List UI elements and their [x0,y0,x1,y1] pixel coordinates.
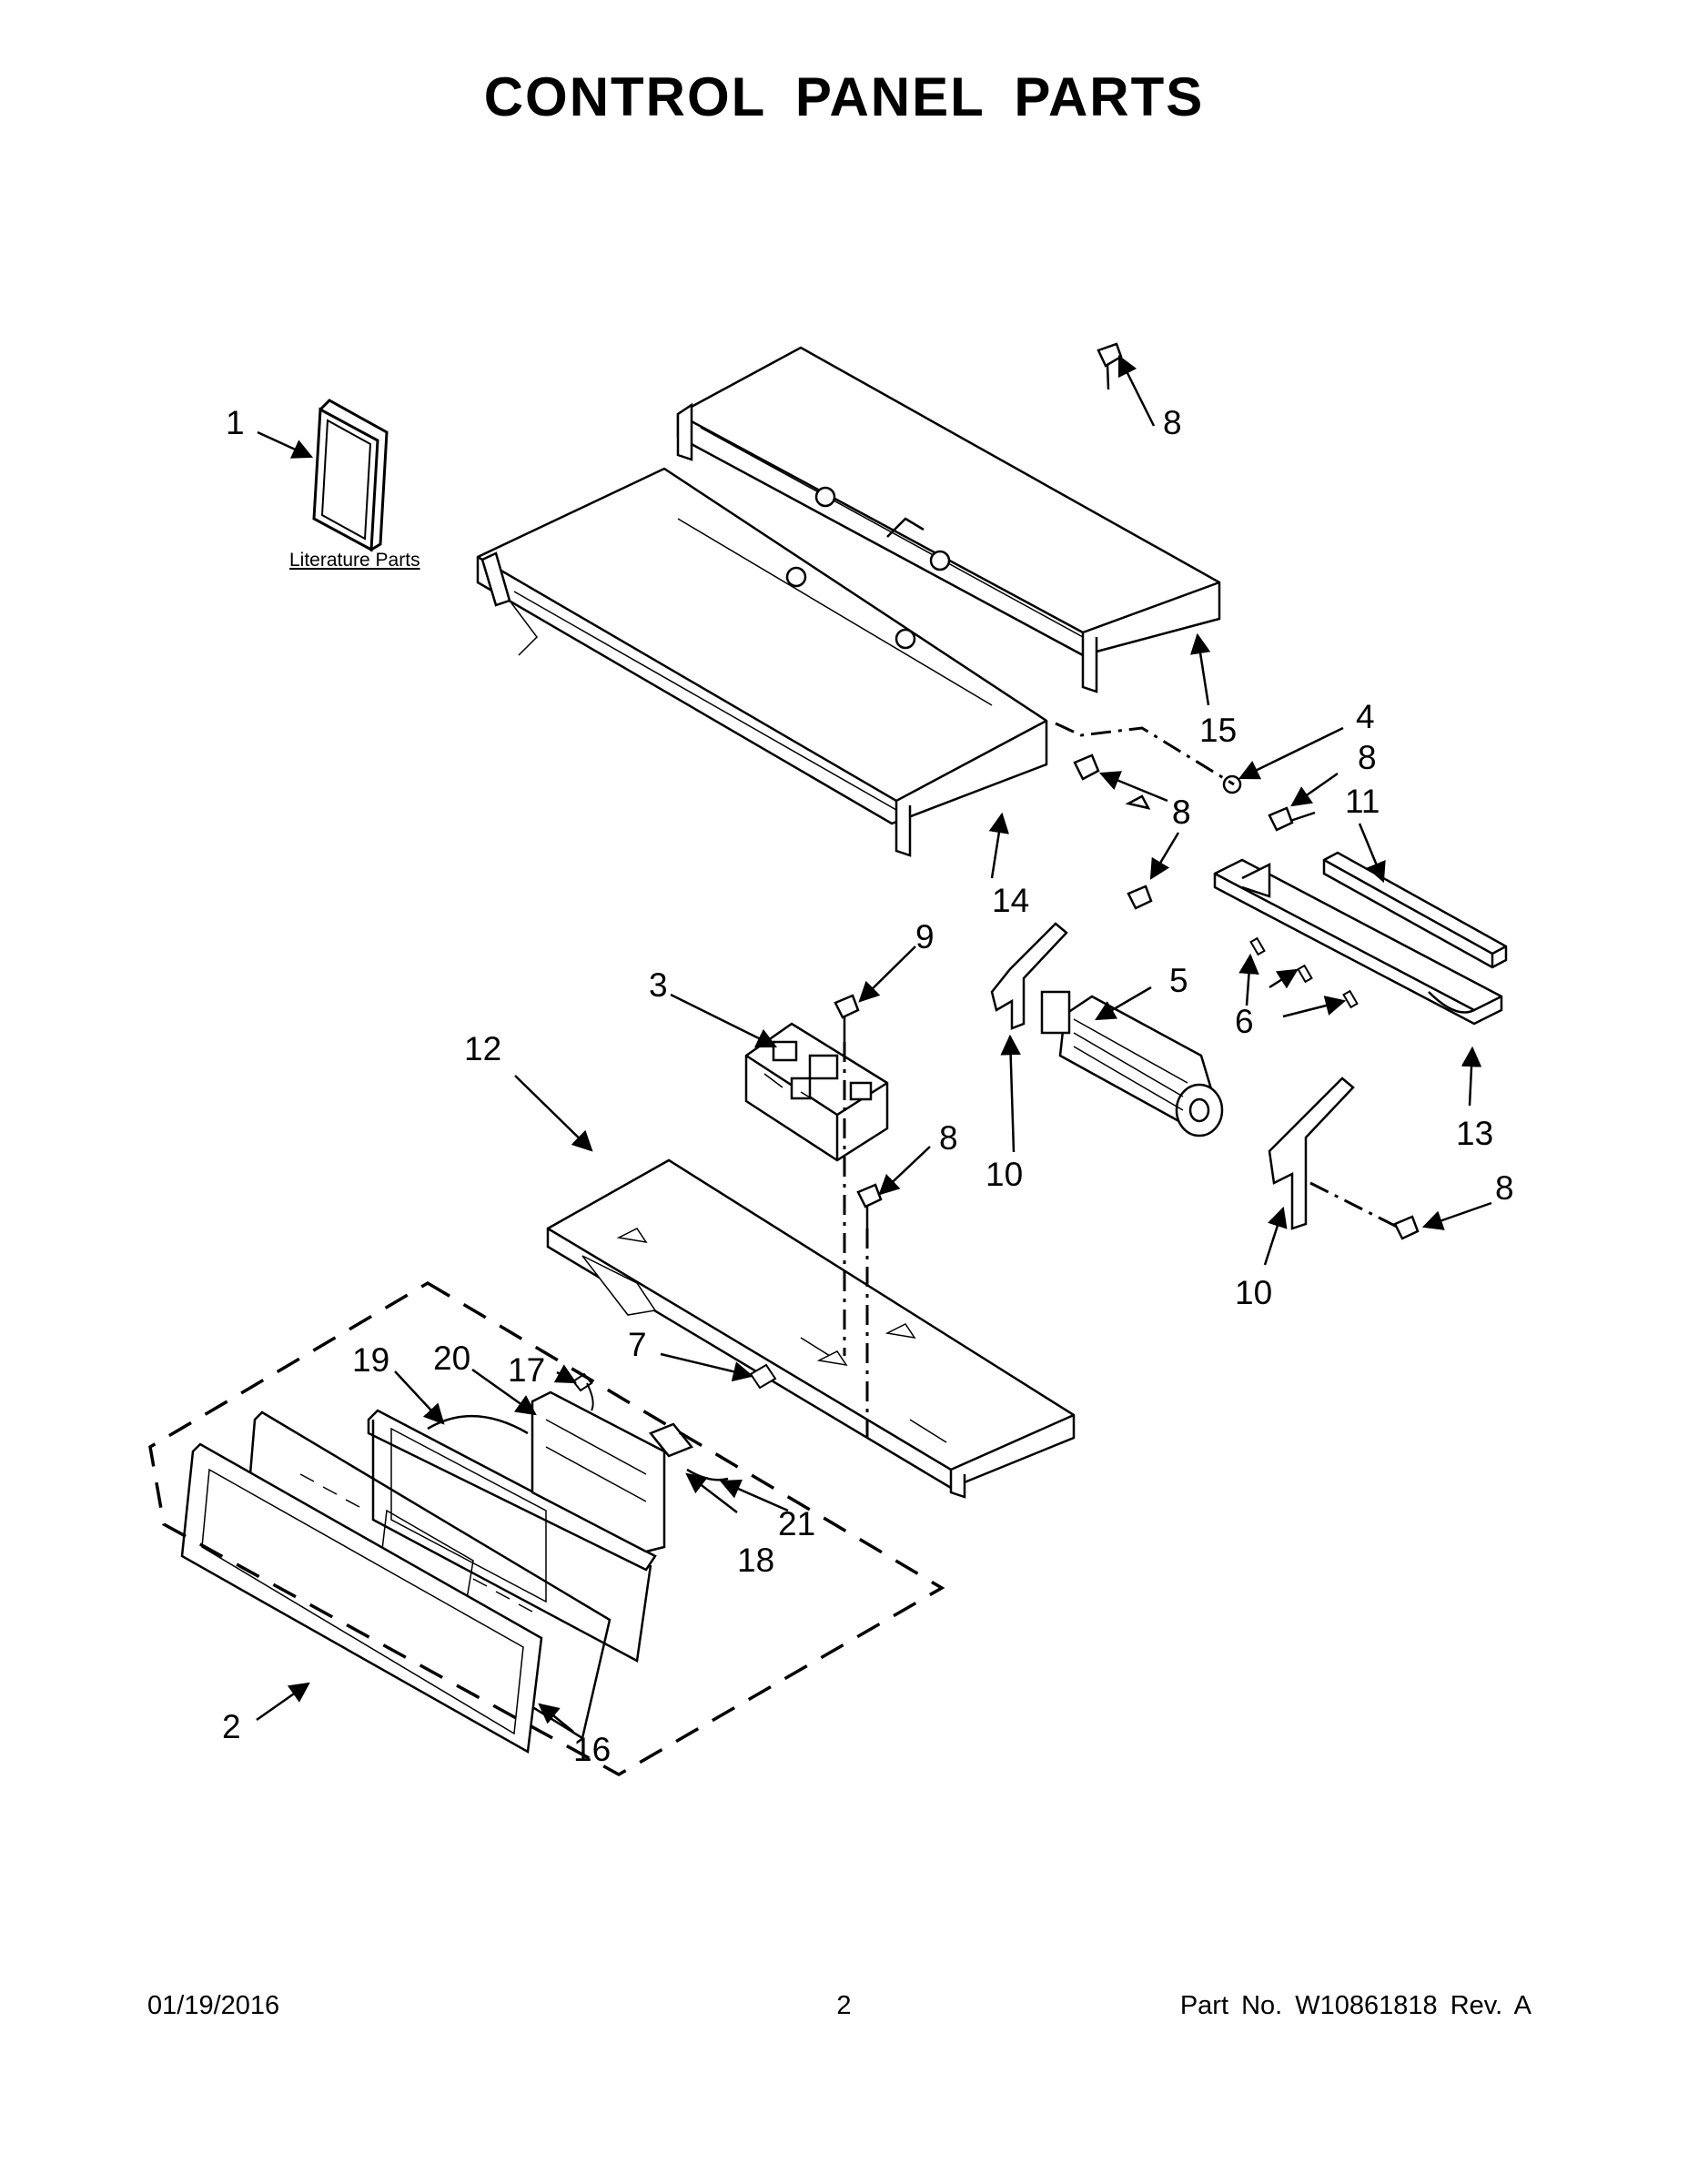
callout-7: 7 [628,1326,647,1363]
footer-page-number: 2 [836,1991,852,2020]
assembly-outline [148,1280,945,1777]
callout-1: 1 [226,404,245,441]
bracket-right [1268,1077,1355,1230]
screws [834,342,1420,1240]
callout-11: 11 [1345,783,1380,820]
alignment-lines [843,722,1398,1438]
callout-21: 21 [778,1505,815,1542]
callout-8-board: 8 [939,1119,958,1157]
callout-10-left: 10 [986,1156,1023,1193]
pins-6 [1249,936,1359,1009]
callout-2: 2 [222,1708,241,1745]
lower-panel [546,1158,1076,1499]
footer-part-number: Part No. W10861818 Rev. A [1179,1991,1531,2020]
callout-8-side: 8 [1172,794,1191,831]
callout-4: 4 [1356,698,1375,735]
callout-17: 17 [508,1351,545,1389]
bracket-13 [1213,858,1503,1026]
footer-date: 01/19/2016 [147,1991,280,2020]
callout-6: 6 [1235,1003,1254,1040]
lower-top-panel [476,467,1048,857]
callout-20: 20 [433,1340,470,1377]
callout-13: 13 [1456,1115,1493,1152]
callout-18: 18 [737,1542,774,1579]
upper-top-panel [676,346,1221,693]
callout-8-bracket: 8 [1495,1169,1514,1207]
callout-8-mid: 8 [1172,794,1191,831]
leader-arrows [256,354,1492,1733]
callout-labels: 1 2 3 4 5 6 7 8 8 8 8 8 8 9 10 10 11 12 … [222,404,1514,1768]
callout-8-washer: 8 [1358,739,1377,776]
blower-motor [1040,990,1224,1138]
callout-3: 3 [649,966,668,1004]
literature-booklet [312,399,389,552]
bracket-left [990,922,1068,1030]
callout-15: 15 [1199,712,1237,749]
callout-8-top: 8 [1163,404,1182,441]
control-board [744,1022,889,1162]
clip-7 [749,1363,777,1390]
literature-parts-label: Literature Parts [289,550,420,571]
callout-16: 16 [573,1731,611,1768]
callout-10-right: 10 [1235,1274,1272,1311]
callout-19: 19 [352,1341,389,1379]
callout-9: 9 [915,918,935,956]
callout-5: 5 [1169,962,1188,999]
page-title: CONTROL PANEL PARTS [483,66,1205,127]
display-assembly [180,1390,729,1754]
callout-14: 14 [992,882,1029,919]
callout-12: 12 [464,1030,501,1067]
